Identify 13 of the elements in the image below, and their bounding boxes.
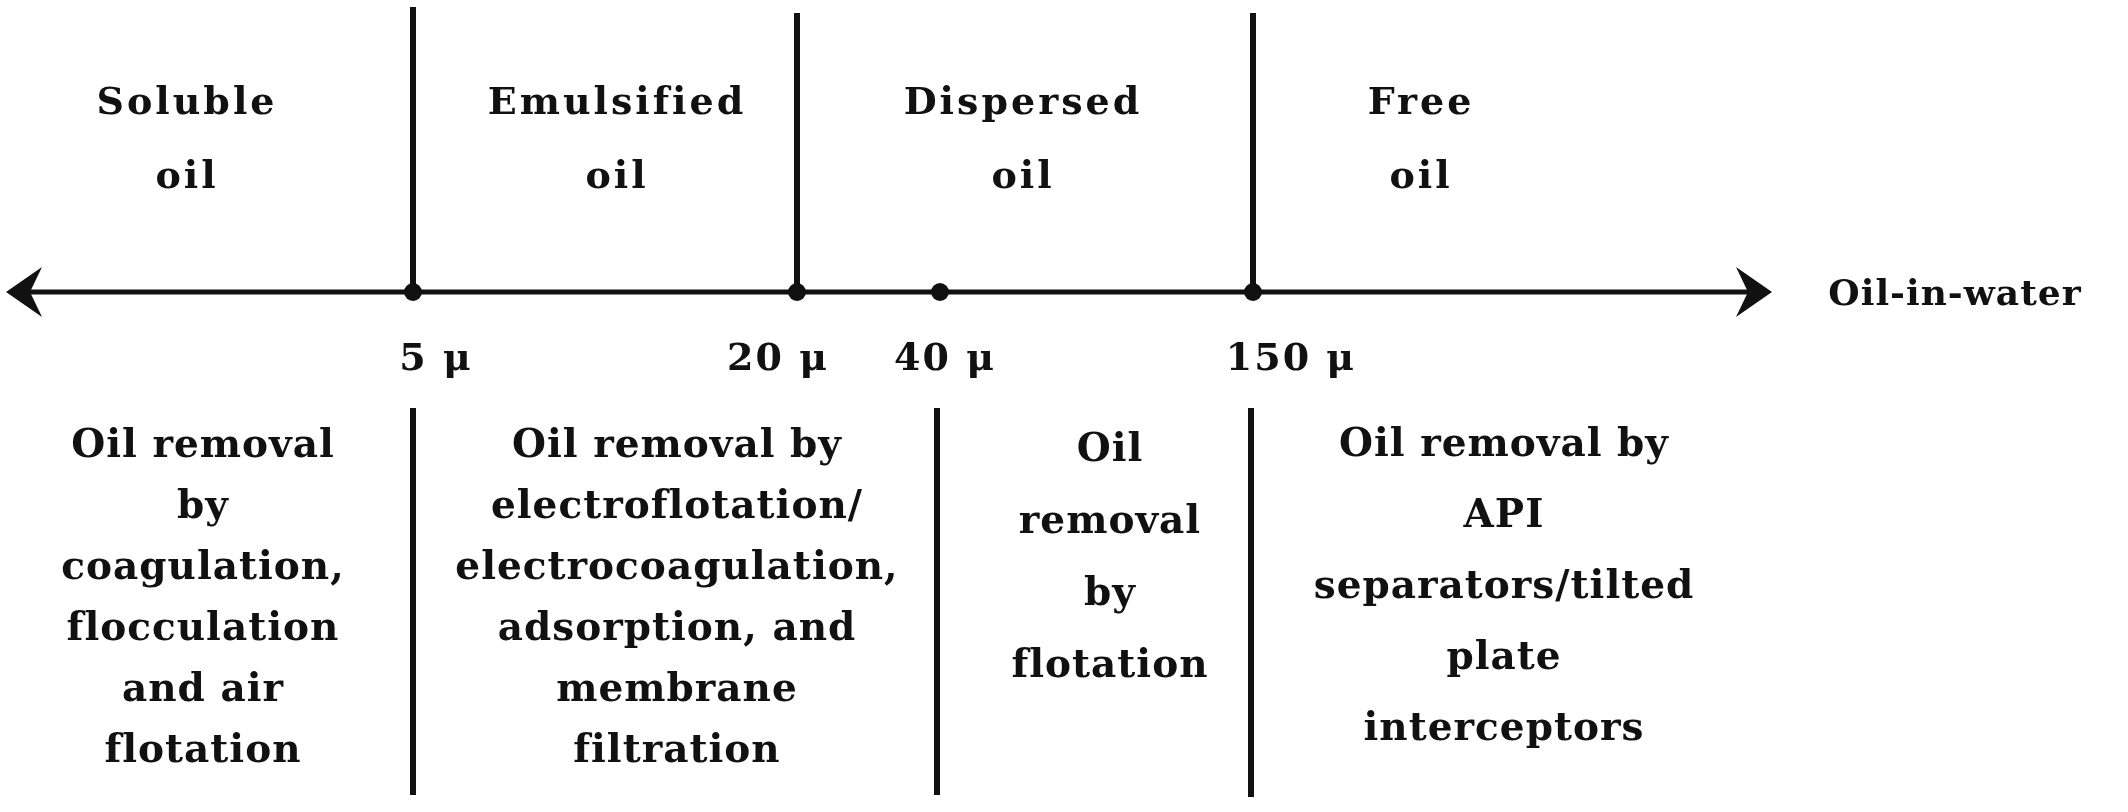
method-text: Oil removal by flotation <box>1011 423 1209 688</box>
category-label: Free oil <box>1367 77 1475 199</box>
tick-label: 40 μ <box>894 333 996 381</box>
method-text: Oil removal by coagulation, flocculation and air flotation <box>61 419 345 773</box>
category-label: Dispersed oil <box>903 77 1143 199</box>
axis-label: Oil-in-water <box>1828 270 2082 315</box>
method-text: Oil removal by electroflotation/ electrocoagulation, adsorption, and membrane filtration <box>455 419 899 773</box>
category-label: Soluble oil <box>96 77 278 199</box>
tick-label: 150 μ <box>1225 333 1357 381</box>
tick-label: 20 μ <box>727 333 829 381</box>
method-text: Oil removal by API separators/tilted plate interceptors <box>1313 418 1695 751</box>
tick-label: 5 μ <box>399 333 473 381</box>
category-label: Emulsified oil <box>487 77 747 199</box>
